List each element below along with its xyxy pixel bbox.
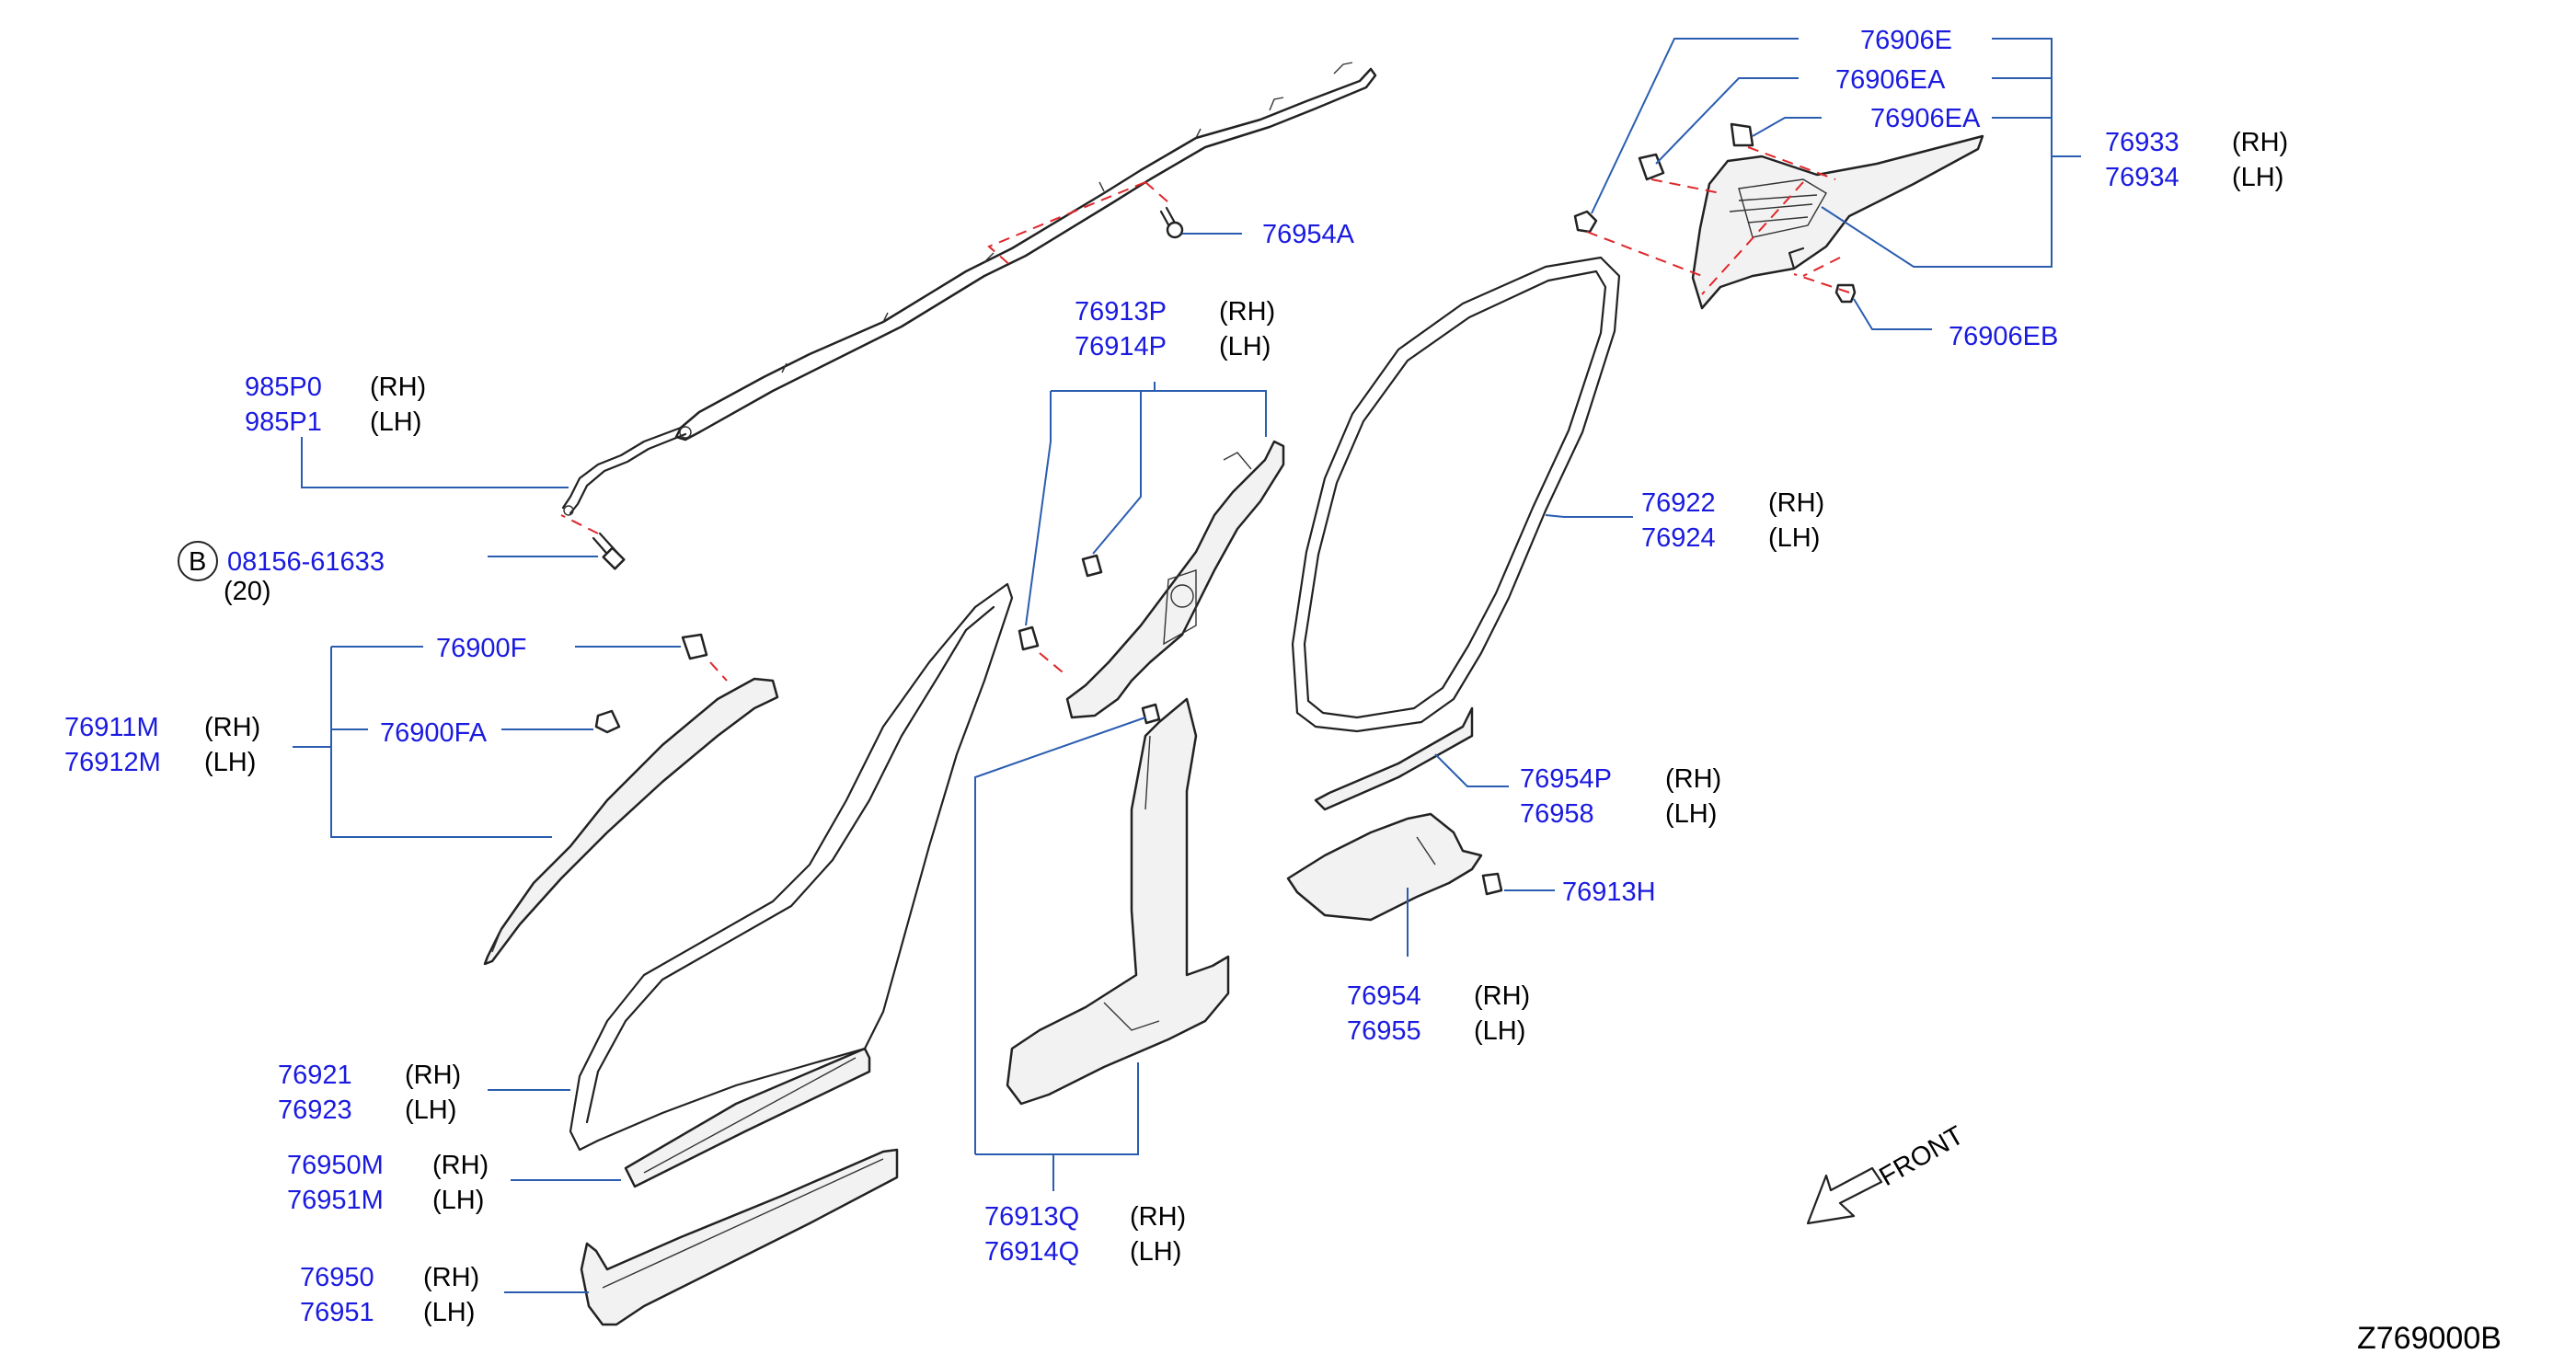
- scuff-plate-part: [580, 1148, 899, 1326]
- label-76933: 76933: [2105, 128, 2179, 157]
- front-label: FRONT: [1875, 1120, 1970, 1192]
- label-76911m: 76911M: [64, 713, 159, 742]
- side-lh-76955: (LH): [1474, 1016, 1525, 1046]
- side-lh-76958: (LH): [1665, 799, 1717, 829]
- label-76951: 76951: [300, 1298, 374, 1327]
- label-76913h: 76913H: [1562, 878, 1656, 907]
- side-lh-76934: (LH): [2232, 163, 2283, 192]
- label-76958: 76958: [1520, 799, 1594, 829]
- side-lh-76924: (LH): [1768, 523, 1820, 553]
- bolt-circle-icon: [178, 541, 218, 581]
- label-76914p: 76914P: [1075, 332, 1167, 361]
- label-76922: 76922: [1641, 488, 1716, 518]
- label-76954a: 76954A: [1262, 220, 1355, 249]
- sill-finisher-part: [1314, 706, 1474, 811]
- rear-pillar-trim-part: [1691, 134, 1984, 310]
- label-76954p: 76954P: [1520, 764, 1612, 794]
- dashed-guides: [560, 146, 1850, 682]
- label-76900f: 76900F: [436, 634, 526, 663]
- side-rh-985p0: (RH): [370, 373, 426, 402]
- bolt-part: [592, 532, 626, 570]
- label-76951m: 76951M: [287, 1186, 384, 1215]
- label-76950: 76950: [300, 1263, 374, 1292]
- label-76934: 76934: [2105, 163, 2179, 192]
- label-76913p: 76913P: [1075, 297, 1167, 327]
- side-lh-76914q: (LH): [1130, 1237, 1181, 1267]
- side-rh-76950: (RH): [423, 1263, 479, 1292]
- small-clips: [594, 554, 1503, 896]
- label-76914q: 76914Q: [984, 1237, 1079, 1267]
- center-pillar-lower-part: [1006, 697, 1230, 1106]
- rear-kicking-plate-part: [1286, 812, 1483, 922]
- label-76906ea-upper: 76906EA: [1835, 65, 1946, 95]
- label-76950m: 76950M: [287, 1151, 384, 1180]
- bolt-circle-letter: B: [189, 547, 206, 577]
- side-rh-76921: (RH): [405, 1061, 461, 1090]
- label-76955: 76955: [1347, 1016, 1421, 1046]
- label-76906e: 76906E: [1860, 26, 1952, 55]
- label-985p1: 985P1: [245, 407, 322, 437]
- label-76921: 76921: [278, 1061, 352, 1090]
- label-76924: 76924: [1641, 523, 1716, 553]
- diagram-code: Z769000B: [2357, 1321, 2501, 1356]
- screw-76954a-part: [1159, 206, 1184, 239]
- callout-labels: 76906E 76906EA 76906EA 76933 (RH) 76934 …: [64, 26, 2501, 1356]
- label-08156-61633: 08156-61633: [227, 547, 385, 577]
- front-weatherstrip-part: [1291, 256, 1621, 733]
- bolt-quantity: (20): [224, 577, 271, 606]
- side-rh-76911m: (RH): [204, 713, 260, 742]
- side-lh-76951: (LH): [423, 1298, 475, 1327]
- side-rh-76954: (RH): [1474, 981, 1530, 1011]
- label-76906eb: 76906EB: [1949, 322, 2058, 351]
- roof-airbag-part: [561, 62, 1377, 516]
- side-rh-76913q: (RH): [1130, 1202, 1186, 1232]
- label-985p0: 985P0: [245, 373, 322, 402]
- side-rh-76954p: (RH): [1665, 764, 1721, 794]
- side-lh-76912m: (LH): [204, 748, 256, 777]
- front-arrow-icon: [1806, 1166, 1883, 1225]
- side-rh-76913p: (RH): [1219, 297, 1275, 327]
- side-lh-985p1: (LH): [370, 407, 421, 437]
- label-76912m: 76912M: [64, 748, 161, 777]
- front-pillar-garnish-part: [483, 677, 779, 966]
- side-lh-76914p: (LH): [1219, 332, 1271, 361]
- side-lh-76923: (LH): [405, 1095, 456, 1125]
- side-lh-76951m: (LH): [432, 1186, 484, 1215]
- kicking-plate-part: [624, 1047, 871, 1188]
- label-76906ea-lower: 76906EA: [1870, 104, 1981, 133]
- rear-weatherstrip-part: [569, 582, 1014, 1152]
- side-rh-76933: (RH): [2232, 128, 2288, 157]
- side-rh-76922: (RH): [1768, 488, 1824, 518]
- leader-lines: [293, 38, 2081, 1293]
- center-pillar-upper-part: [1065, 440, 1285, 719]
- side-rh-76950m: (RH): [432, 1151, 489, 1180]
- label-76954: 76954: [1347, 981, 1421, 1011]
- label-76923: 76923: [278, 1095, 352, 1125]
- label-76913q: 76913Q: [984, 1202, 1079, 1232]
- label-76900fa: 76900FA: [380, 718, 488, 748]
